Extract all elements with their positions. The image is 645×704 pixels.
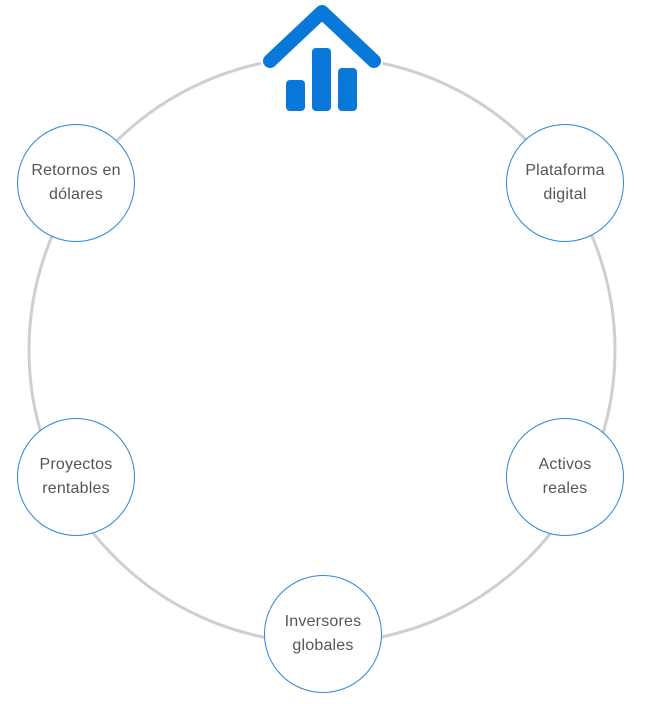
node-inversores-globales: Inversores globales (264, 575, 382, 693)
node-proyectos-rentables: Proyectos rentables (17, 418, 135, 536)
node-retornos-en-dolares: Retornos en dólares (17, 124, 135, 242)
node-label: Plataforma digital (525, 162, 605, 203)
house-chart-icon (261, 0, 383, 116)
node-label: Retornos en dólares (31, 162, 121, 203)
node-label: Inversores globales (284, 613, 362, 654)
node-label: Activos reales (538, 456, 592, 497)
node-label: Proyectos rentables (39, 456, 113, 497)
node-plataforma-digital: Plataforma digital (506, 124, 624, 242)
node-activos-reales: Activos reales (506, 418, 624, 536)
